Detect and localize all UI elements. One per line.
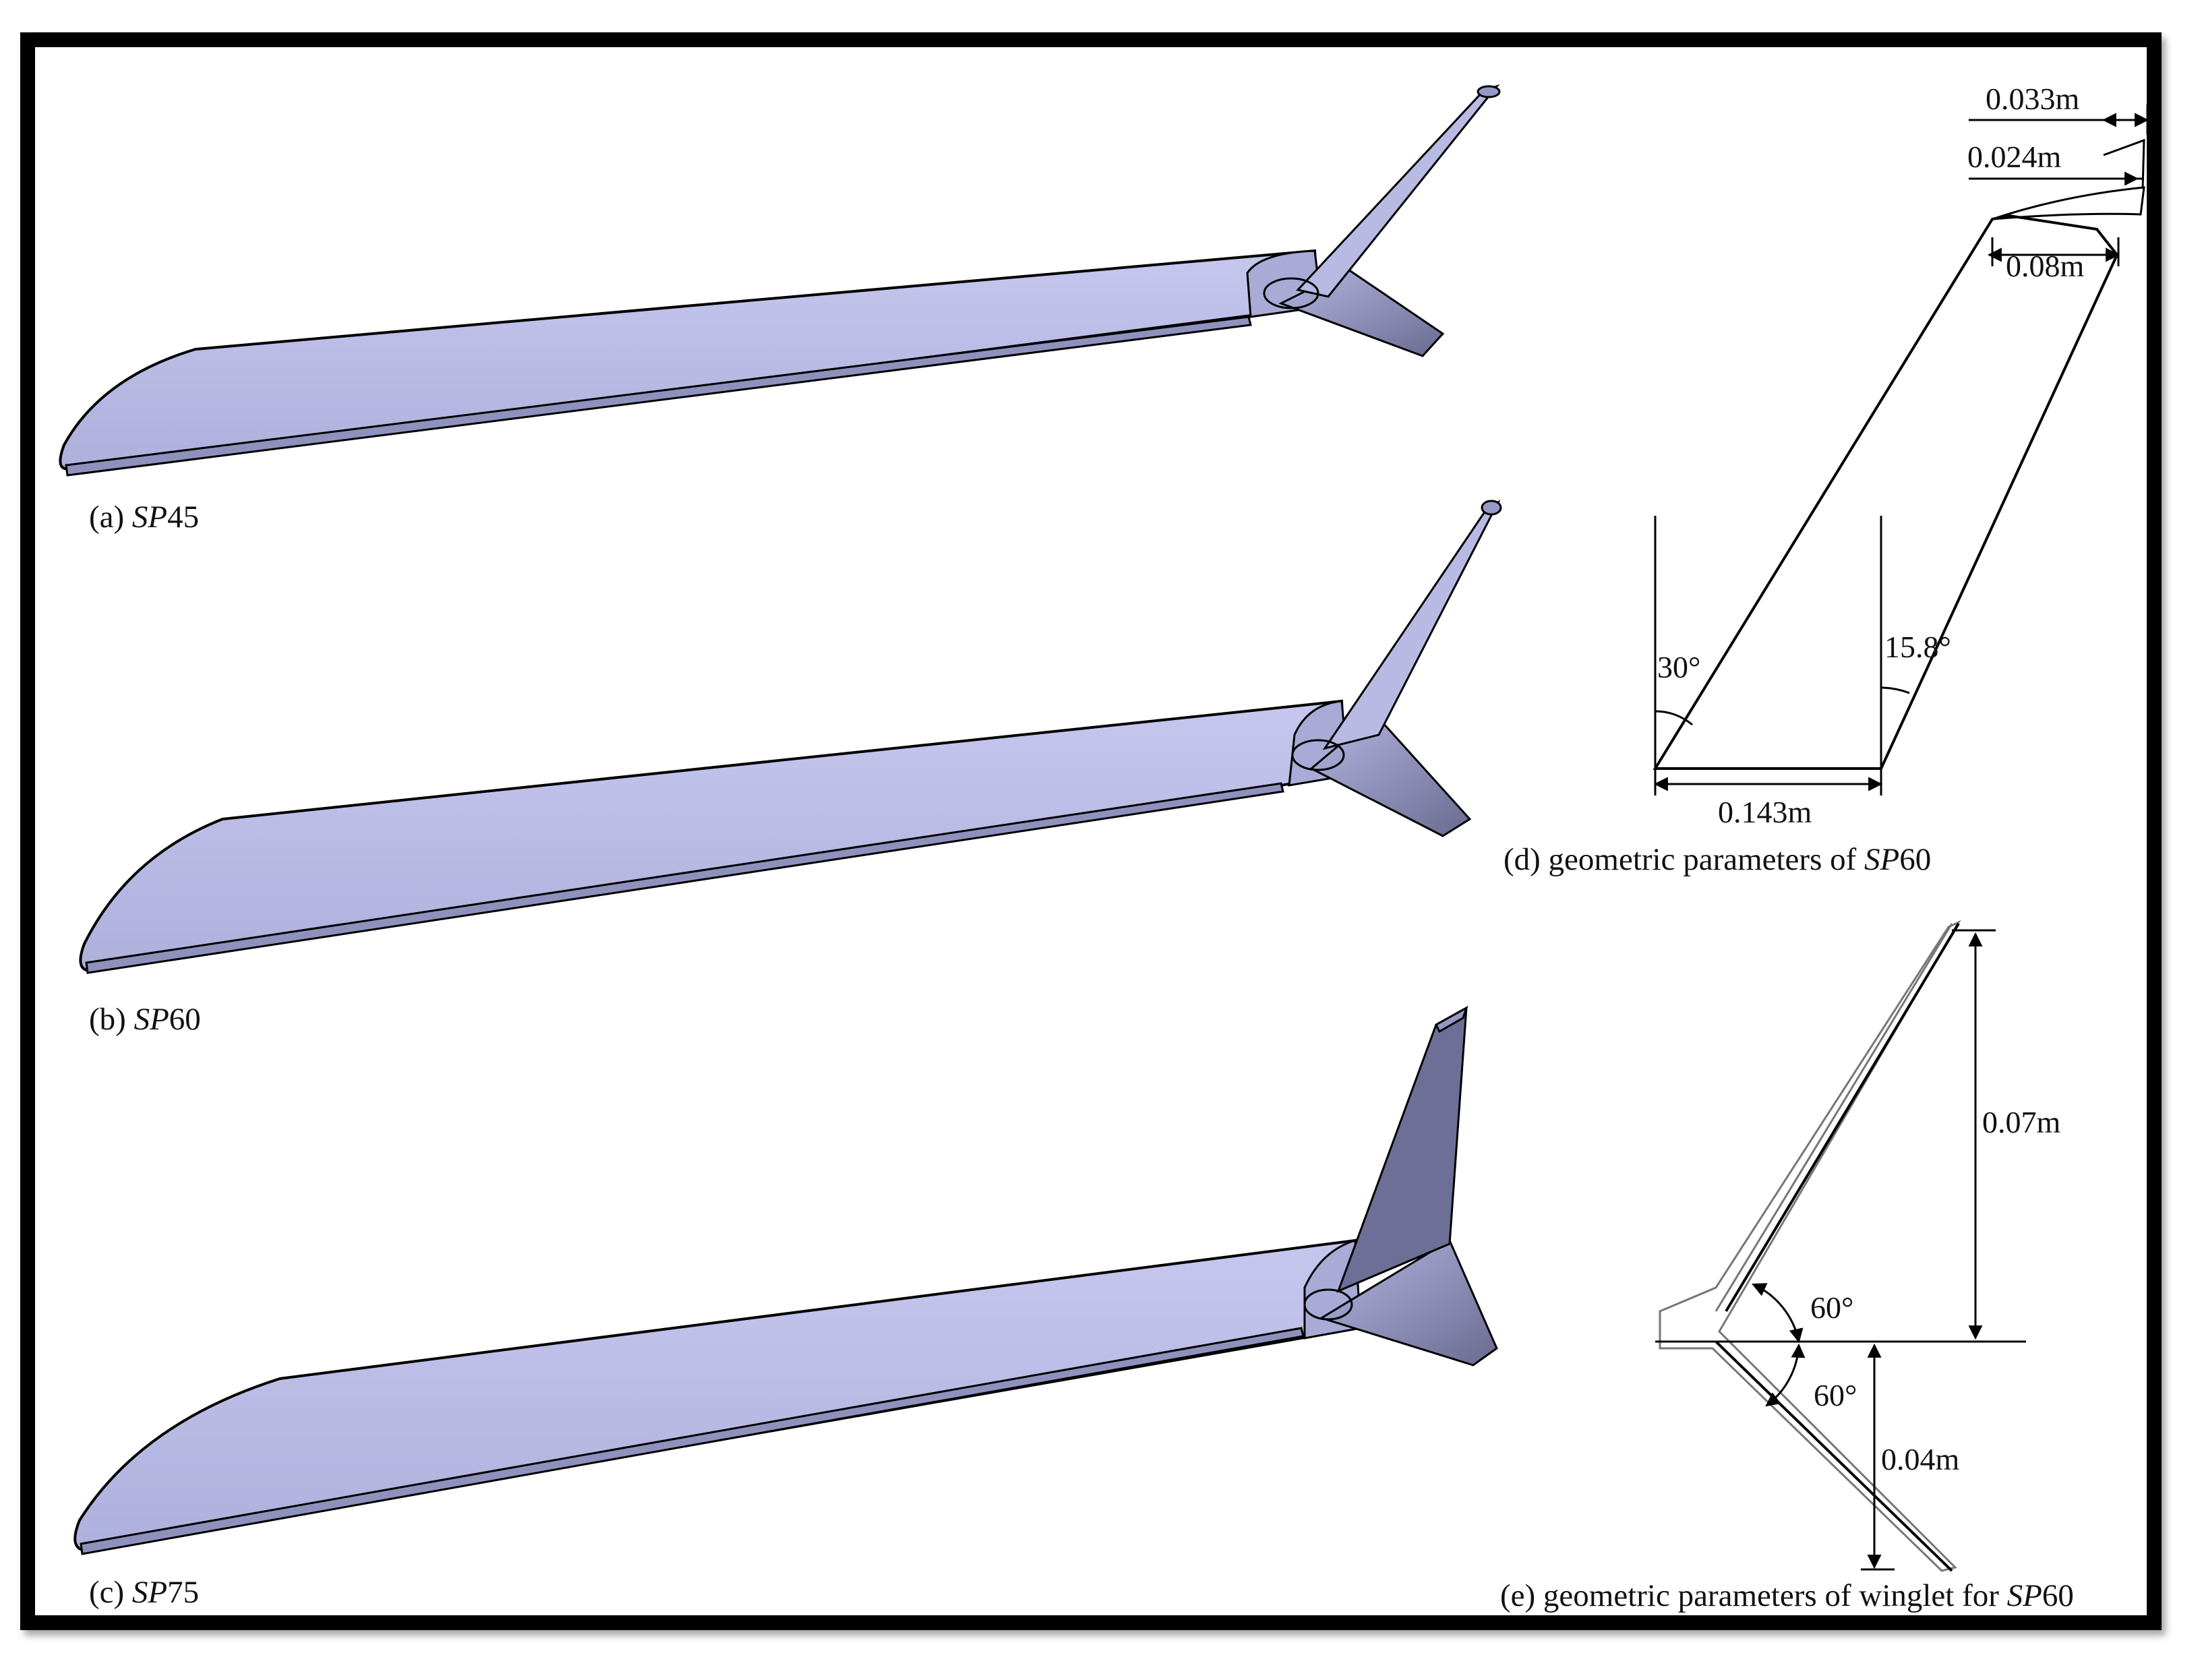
angle-leading-edge: 30° [1657, 650, 1700, 684]
caption-e: (e) geometric parameters of winglet for … [1500, 1578, 2074, 1613]
caption-b: (b) SP60 [89, 1002, 201, 1037]
caption-d: (d) geometric parameters of SP60 [1504, 842, 1932, 877]
wing-sp60 [79, 500, 1502, 974]
dim-root-chord: 0.143m [1718, 795, 1812, 829]
wing-sp75 [73, 1005, 1498, 1555]
dim-tip-outer: 0.033m [1986, 82, 2080, 116]
angle-trailing-edge: 15.8° [1884, 630, 1951, 664]
wing-sp45 [59, 84, 1501, 477]
diagram-winglet [1655, 920, 2026, 1572]
dim-lower-height: 0.04m [1881, 1442, 1960, 1476]
angle-upper: 60° [1810, 1290, 1853, 1325]
dim-tip-chord: 0.08m [2006, 249, 2085, 283]
diagram-sp60-planform [1653, 104, 2151, 796]
caption-a: (a) SP45 [89, 500, 200, 535]
dim-upper-height: 0.07m [1982, 1105, 2061, 1139]
angle-lower: 60° [1814, 1378, 1857, 1412]
dim-tip-inner: 0.024m [1967, 140, 2062, 174]
caption-c: (c) SP75 [89, 1575, 200, 1610]
